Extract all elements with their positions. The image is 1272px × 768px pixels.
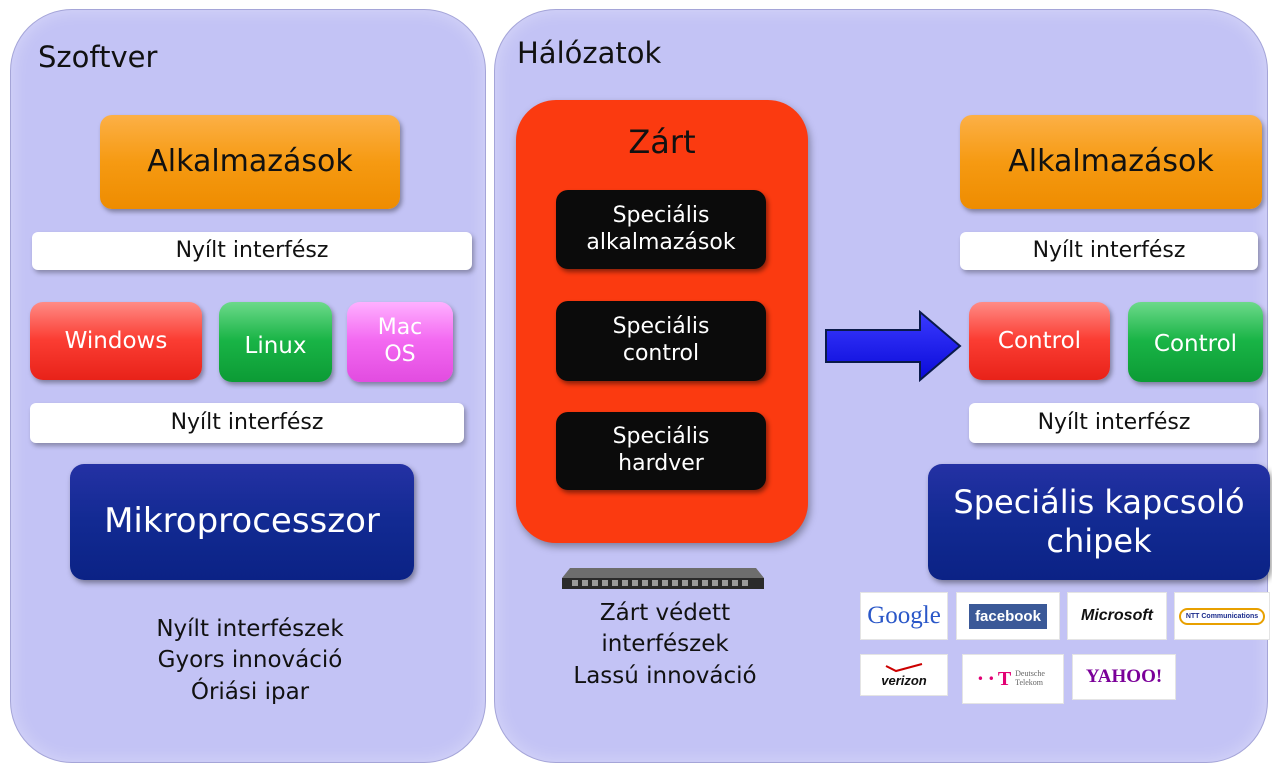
closed-caption-line: Lassú innováció	[573, 662, 757, 689]
facebook-logo-text: facebook	[969, 603, 1047, 629]
microprocessor-box: Mikroprocesszor	[70, 464, 414, 580]
software-open-interface-bottom: Nyílt interfész	[30, 403, 464, 443]
control-button-red: Control	[969, 302, 1110, 380]
ntt-logo-text: NTT Communications	[1178, 607, 1266, 625]
software-open-interface-top: Nyílt interfész	[32, 232, 472, 270]
closed-stack-title: Zárt	[628, 123, 696, 162]
telekom-logo-text: Deutsche Telekom	[1015, 669, 1045, 687]
closed-caption: Zárt védett interfészek Lassú innováció	[540, 598, 790, 692]
verizon-logo-text: verizon	[881, 672, 927, 688]
transition-arrow-icon	[825, 310, 962, 382]
os-windows-button: Windows	[30, 302, 202, 380]
microsoft-logo-text: Microsoft	[1081, 607, 1153, 624]
software-caption-line: Gyors innováció	[157, 647, 343, 674]
closed-layer-hardware: Speciális hardver	[556, 412, 766, 490]
closed-layer-applications: Speciális alkalmazások	[556, 190, 766, 269]
open-interface-bottom: Nyílt interfész	[969, 403, 1259, 443]
telekom-mark: T	[997, 667, 1012, 690]
closed-caption-line: interfészek	[601, 631, 729, 658]
networks-panel-title: Hálózatok	[517, 36, 662, 70]
yahoo-logo-text: YAHOO!	[1085, 666, 1163, 687]
ntt-logo: NTT Communications	[1174, 592, 1270, 640]
switch-chips-box: Speciális kapcsoló chipek	[928, 464, 1270, 580]
closed-layer-control: Speciális control	[556, 301, 766, 381]
google-logo-text: Google	[867, 602, 941, 629]
software-caption-line: Nyílt interfészek	[156, 616, 344, 642]
verizon-check-icon	[885, 662, 923, 672]
control-button-green: Control	[1128, 302, 1263, 382]
open-interface-top: Nyílt interfész	[960, 232, 1258, 270]
software-caption: Nyílt interfészek Gyors innováció Óriási…	[100, 614, 400, 708]
google-logo: Google	[860, 592, 948, 640]
open-apps-box: Alkalmazások	[960, 115, 1262, 209]
software-apps-box: Alkalmazások	[100, 115, 400, 209]
os-linux-button: Linux	[219, 302, 332, 382]
software-panel-title: Szoftver	[38, 40, 158, 74]
telekom-dots: • •	[976, 672, 995, 686]
network-switch-icon	[562, 568, 764, 589]
telekom-logo: • • T Deutsche Telekom	[962, 654, 1064, 704]
verizon-logo: verizon	[860, 654, 948, 696]
facebook-logo: facebook	[956, 592, 1060, 640]
yahoo-logo: YAHOO!	[1072, 654, 1176, 700]
microsoft-logo: Microsoft	[1067, 592, 1167, 640]
os-mac-button: Mac OS	[347, 302, 453, 382]
closed-caption-line: Zárt védett	[599, 600, 731, 626]
software-caption-line: Óriási ipar	[190, 678, 310, 705]
